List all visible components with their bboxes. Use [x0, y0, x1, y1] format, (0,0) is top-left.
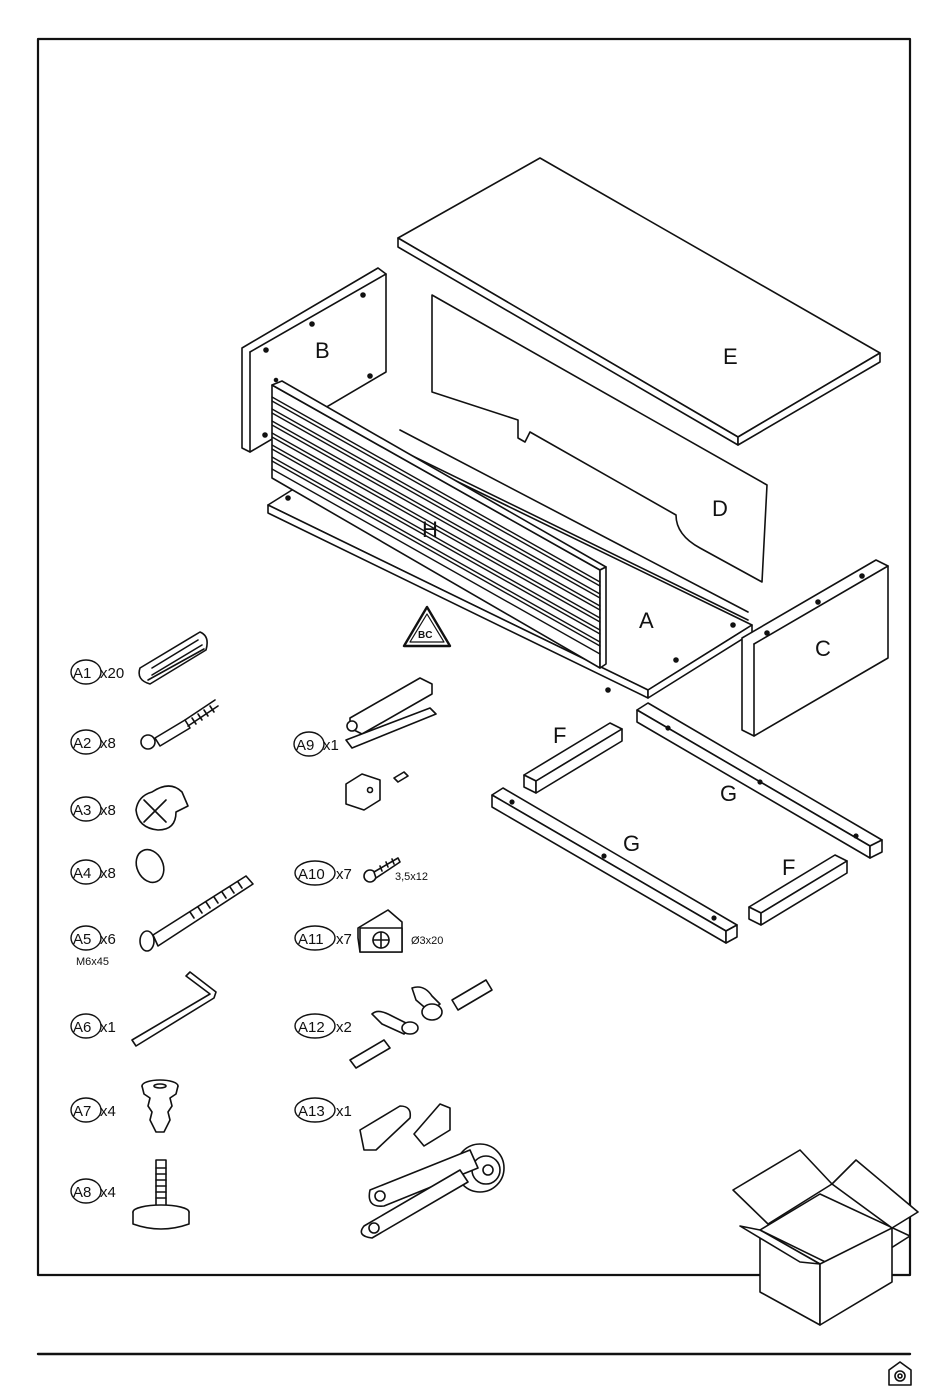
label-panel-c: C: [815, 636, 831, 661]
hardware-a3-qty: x8: [100, 802, 116, 819]
hardware-a11-code: A11: [298, 931, 324, 948]
hardware-a8-code: A8: [73, 1184, 91, 1201]
warning-badge-text: BC: [418, 630, 432, 641]
hardware-a5-spec: M6x45: [76, 956, 109, 968]
hardware-a1-qty: x20: [100, 665, 124, 682]
hardware-a11-spec: Ø3x20: [411, 935, 443, 947]
hardware-a9-qty: x1: [323, 737, 339, 754]
label-rail-f-lower: F: [782, 855, 795, 880]
hardware-a3-code: A3: [73, 802, 91, 819]
hardware-a4-qty: x8: [100, 865, 116, 882]
label-panel-a: A: [639, 608, 654, 633]
hardware-a6-code: A6: [73, 1019, 91, 1036]
hardware-a6-qty: x1: [100, 1019, 116, 1036]
label-panel-b: B: [315, 338, 330, 363]
hardware-a7-qty: x4: [100, 1103, 116, 1120]
hardware-a7-code: A7: [73, 1103, 91, 1120]
hardware-a9-code: A9: [296, 737, 314, 754]
logo-icon: [889, 1362, 911, 1385]
hardware-a13-code: A13: [298, 1103, 325, 1120]
hardware-a10-spec: 3,5x12: [395, 871, 428, 883]
hardware-a12-code: A12: [298, 1019, 325, 1036]
hardware-a1-code: A1: [73, 665, 91, 682]
label-rail-f-upper: F: [553, 723, 566, 748]
hardware-a5-qty: x6: [100, 931, 116, 948]
hardware-a11-qty: x7: [336, 931, 352, 948]
hardware-a10-code: A10: [298, 866, 325, 883]
hardware-a10-qty: x7: [336, 866, 352, 883]
hardware-a12-qty: x2: [336, 1019, 352, 1036]
label-rail-g-lower: G: [623, 831, 640, 856]
label-rail-g-upper: G: [720, 781, 737, 806]
hardware-a2-qty: x8: [100, 735, 116, 752]
label-panel-h: H: [422, 517, 438, 542]
hardware-a4-code: A4: [73, 865, 91, 882]
hardware-a8-qty: x4: [100, 1184, 116, 1201]
hardware-a5-code: A5: [73, 931, 91, 948]
label-panel-d: D: [712, 496, 728, 521]
hardware-a13-qty: x1: [336, 1103, 352, 1120]
label-panel-e: E: [723, 344, 738, 369]
hardware-a2-code: A2: [73, 735, 91, 752]
